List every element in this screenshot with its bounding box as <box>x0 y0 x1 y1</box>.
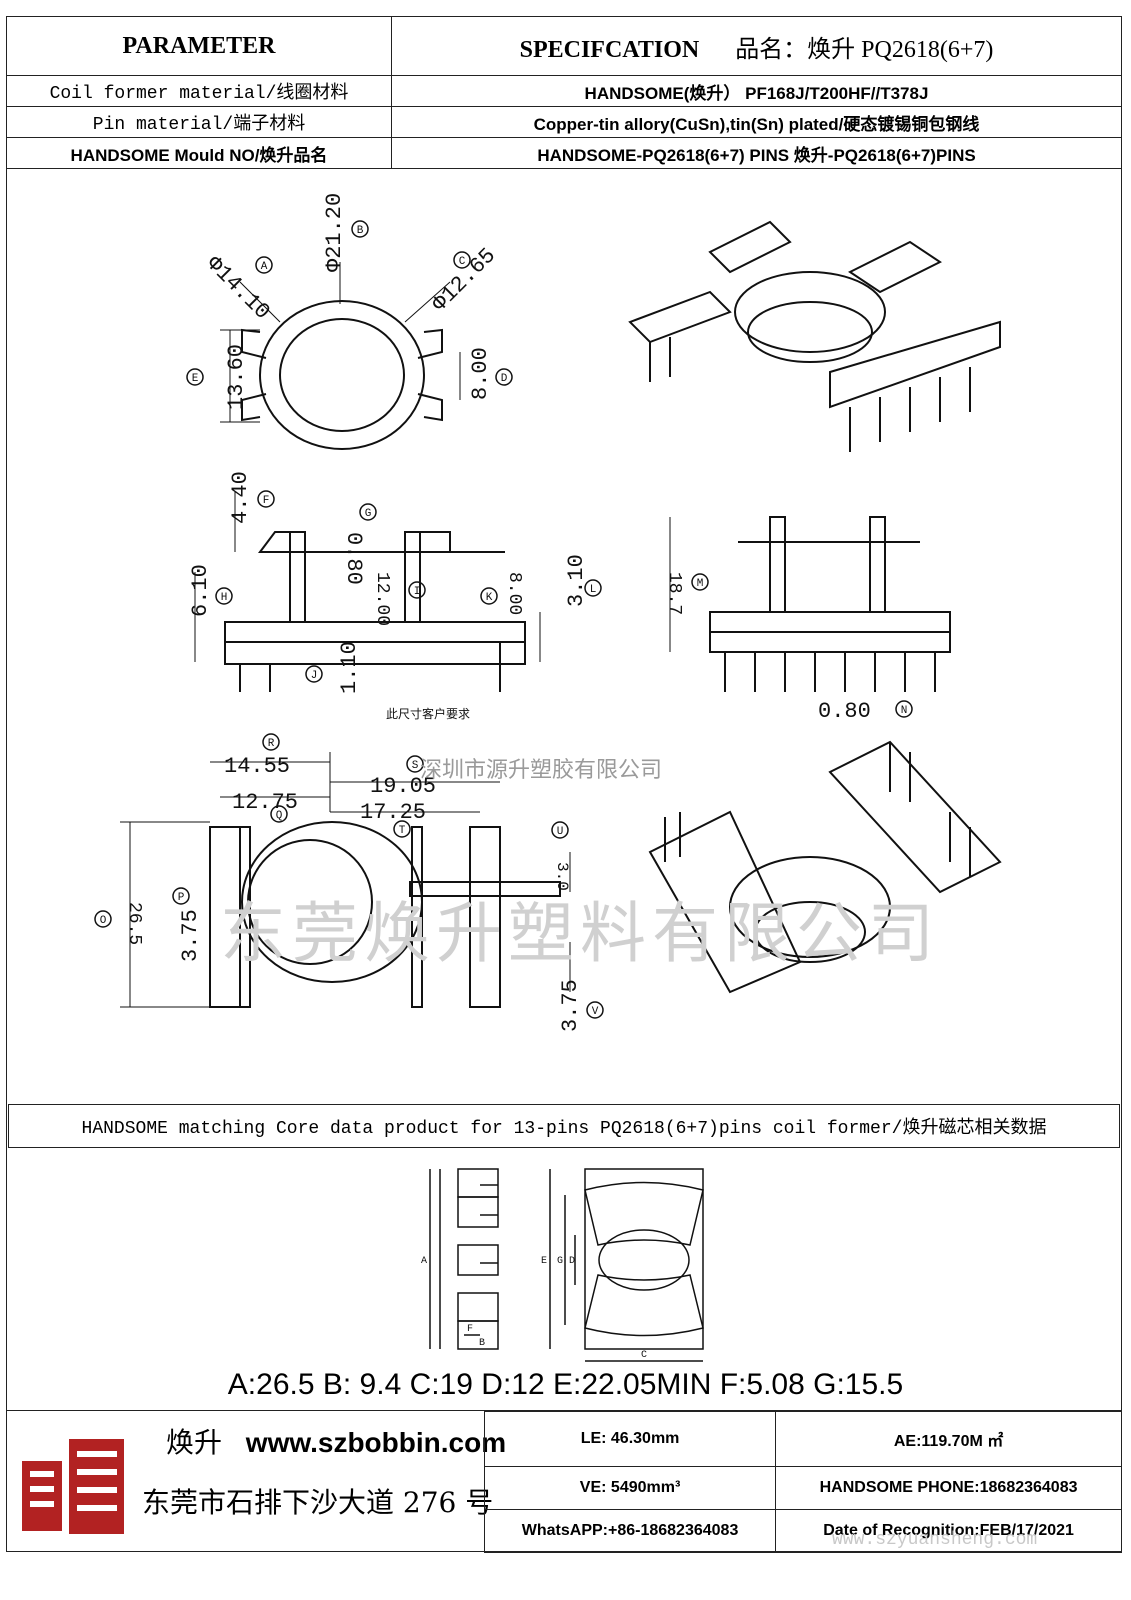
letter-b: B <box>357 225 364 237</box>
letter-d: D <box>501 373 508 385</box>
letter-e: E <box>192 373 199 385</box>
brand-name: 焕升 <box>166 1426 223 1459</box>
letter-k: K <box>486 592 493 604</box>
watermark-site: www.szyuansheng.com <box>832 1530 1038 1550</box>
core-label-b: B <box>479 1338 485 1349</box>
letter-p: P <box>178 892 185 904</box>
phone-value: HANDSOME PHONE:18682364083 <box>775 1466 1122 1511</box>
core-label-d: D <box>569 1256 575 1267</box>
footer: 焕升 www.szbobbin.com 东莞市石排下沙大道 276 号 LE: … <box>6 1410 1122 1553</box>
customer-note: 此尺寸客户要求 <box>386 706 470 722</box>
dim-h: 6.10 <box>188 564 213 617</box>
le-value: LE: 46.30mm <box>483 1410 777 1468</box>
letter-a: A <box>261 261 268 273</box>
letter-s: S <box>412 760 419 772</box>
whatsapp-value: WhatsAPP:+86-18682364083 <box>483 1509 777 1553</box>
letter-h: H <box>221 592 228 604</box>
core-label-e: E <box>541 1256 547 1267</box>
dim-o: 26.5 <box>124 902 144 945</box>
letter-r: R <box>268 738 275 750</box>
letter-q: Q <box>276 810 283 822</box>
company-address: 东莞市石排下沙大道 276 号 <box>142 1486 494 1519</box>
technical-drawing: A B C D E F G H I J K L M N O P Q R S T … <box>94 193 1002 1032</box>
top-view <box>220 262 461 450</box>
bottom-view <box>120 752 571 1008</box>
product-name: 品名：焕升 PQ2618(6+7) <box>735 36 994 63</box>
dim-v: 3.75 <box>558 979 583 1032</box>
specification-header: SPECIFCATION 品名：焕升 PQ2618(6+7) <box>391 16 1122 76</box>
date-value: Date of Recognition:FEB/17/2021 <box>775 1509 1122 1553</box>
core-label-g: G <box>557 1256 563 1267</box>
dim-t: 17.25 <box>360 800 426 825</box>
dim-n: 0.80 <box>818 699 871 724</box>
side-view <box>194 492 541 692</box>
letter-c: C <box>459 256 466 268</box>
dim-u: 3.0 <box>553 862 571 891</box>
dim-s: 19.05 <box>370 774 436 799</box>
pin-material-value: Copper-tin allory(CuSn),tin(Sn) plated/硬… <box>391 106 1122 138</box>
ve-value: VE: 5490mm³ <box>483 1466 777 1511</box>
dim-g: 0.80 <box>341 532 366 585</box>
dim-f: 4.40 <box>228 471 253 524</box>
core-label-a: A <box>421 1256 427 1267</box>
specification-title: SPECIFCATION <box>519 36 700 63</box>
ae-value: AE:119.70M ㎡ <box>775 1410 1122 1468</box>
core-label-f: F <box>467 1324 473 1335</box>
letter-v: V <box>592 1006 599 1018</box>
dim-c: Φ12.65 <box>427 243 501 317</box>
pin-material-label: Pin material/端子材料 <box>6 106 392 138</box>
letter-j: J <box>311 670 318 682</box>
core-data-values: A:26.5 B: 9.4 C:19 D:12 E:22.05MIN F:5.0… <box>227 1368 904 1401</box>
letter-n: N <box>901 705 908 717</box>
parameter-header: PARAMETER <box>6 16 392 76</box>
mould-no-value: HANDSOME-PQ2618(6+7) PINS 焕升-PQ2618(6+7)… <box>391 137 1122 169</box>
watermark-company-small: 深圳市源升塑胶有限公司 <box>420 757 663 782</box>
dim-p: 3.75 <box>178 909 203 962</box>
front-view <box>669 516 951 692</box>
dim-r: 14.55 <box>224 754 290 779</box>
dim-e: 13.60 <box>224 344 249 410</box>
brand-line: 焕升 www.szbobbin.com <box>166 1421 506 1461</box>
coil-former-material-label: Coil former material/线圈材料 <box>6 75 392 107</box>
dim-q: 12.75 <box>232 790 298 815</box>
website-link[interactable]: www.szbobbin.com <box>245 1427 507 1458</box>
dim-k: 8.00 <box>504 572 524 615</box>
iso-view-top <box>628 220 1001 452</box>
logo-icon <box>22 1439 124 1534</box>
spec-table: PARAMETER SPECIFCATION 品名：焕升 PQ2618(6+7)… <box>6 16 1122 169</box>
dim-m: 18.7 <box>664 572 684 615</box>
dim-l: 3.10 <box>564 554 589 607</box>
dim-i: 12.00 <box>372 572 392 626</box>
letter-m: M <box>697 578 704 590</box>
letter-t: T <box>399 825 406 837</box>
core-params-table: LE: 46.30mm AE:119.70M ㎡ VE: 5490mm³ HAN… <box>483 1410 1122 1553</box>
letter-l: L <box>590 584 597 596</box>
dim-j: 1.10 <box>337 641 362 694</box>
watermark-company-large: 东莞焕升塑料有限公司 <box>220 896 940 970</box>
letter-i: I <box>414 586 421 598</box>
dim-b: Φ21.20 <box>322 193 347 272</box>
iso-view-bottom <box>648 740 1002 994</box>
dim-d: 8.00 <box>468 347 493 400</box>
letter-f: F <box>263 495 270 507</box>
coil-former-material-value: HANDSOME(焕升） PF168J/T200HF//T378J <box>391 75 1122 107</box>
mould-no-label: HANDSOME Mould NO/焕升品名 <box>6 137 392 169</box>
core-label-c: C <box>641 1350 647 1361</box>
core-drawing: A E G D C F B <box>421 1168 704 1362</box>
letter-g: G <box>365 508 372 520</box>
letter-u: U <box>557 826 564 838</box>
letter-o: O <box>100 915 107 927</box>
core-data-caption: HANDSOME matching Core data product for … <box>8 1104 1120 1148</box>
